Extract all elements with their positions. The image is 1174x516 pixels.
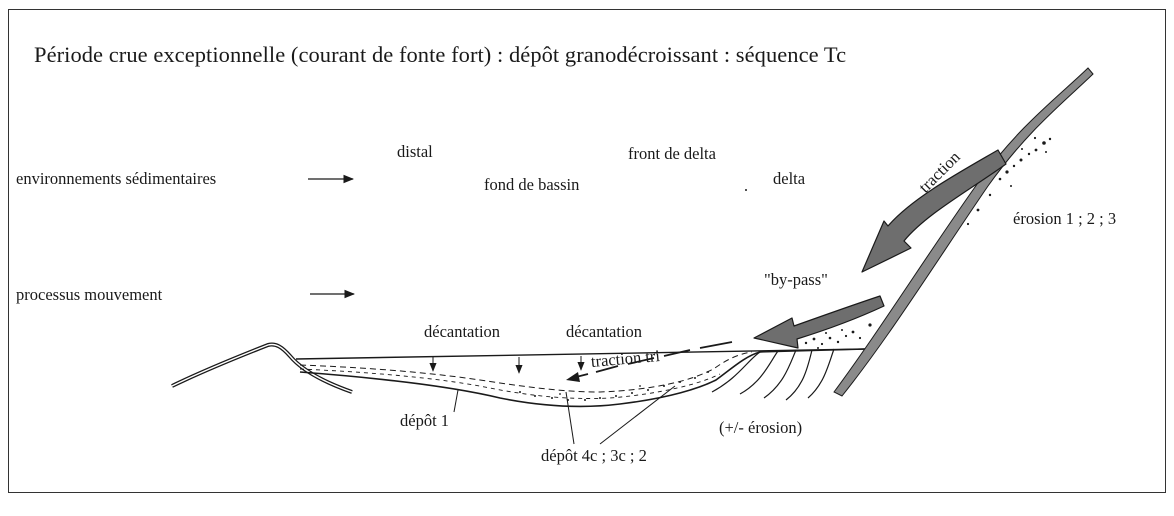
left-ridge xyxy=(172,344,352,392)
delta-foresets xyxy=(712,349,834,400)
arrow-bypass xyxy=(754,296,884,348)
basin-floor xyxy=(300,352,760,406)
steep-slope xyxy=(834,68,1093,396)
leader-depot-multi-a xyxy=(566,392,574,444)
leader-depot1 xyxy=(454,390,458,412)
